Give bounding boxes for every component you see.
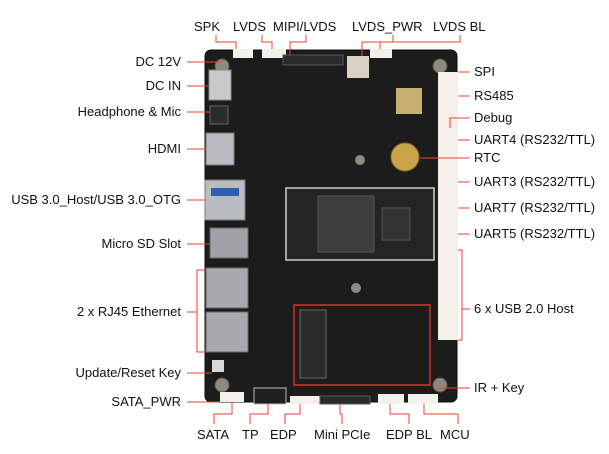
dc-in-jack [208,69,232,101]
leader-line [361,35,394,56]
leader-line [289,35,307,55]
mini-pcie-frame [293,304,431,386]
mcu-connector [408,394,438,404]
lvds-connector [262,49,286,58]
label-lvds-bl: LVDS BL [433,19,486,34]
leader-line [249,404,269,424]
update-reset-key [212,360,224,372]
label-edp: EDP [270,427,297,442]
mount-hole [432,377,448,393]
label-spi: SPI [474,64,495,79]
leader-line [215,35,237,49]
label-lvds: LVDS [233,19,266,34]
leader-line [449,117,470,128]
mount-hole [351,283,361,293]
label-rs485: RS485 [474,88,514,103]
mount-hole [432,58,448,74]
label-uart3: UART3 (RS232/TTL) [474,174,596,189]
soc-chip [317,195,375,253]
audio-jack [209,105,229,125]
label-spk: SPK [194,19,221,34]
label-hdmi: HDMI [147,141,181,156]
label-lvds-pwr: LVDS_PWR [352,19,423,34]
label-update-reset: Update/Reset Key [75,365,181,380]
spk-connector [233,49,253,58]
label-usb3: USB 3.0_Host/USB 3.0_OTG [11,192,181,207]
leader-line [339,404,343,424]
mini-pcie-slot [299,309,327,379]
lvds-pwr-connector [347,56,369,78]
label-headphone-mic: Headphone & Mic [77,104,181,119]
wifi-module [396,88,422,114]
memory-chip [381,207,411,241]
right-headers [438,72,458,340]
leader-line [261,35,273,49]
leader-line [458,249,470,310]
usb3-port [204,179,246,221]
leader-line [423,404,459,424]
sata-pwr-connector [220,392,244,402]
label-mcu: MCU [440,427,470,442]
microsd-slot [209,227,249,259]
label-dc-12v: DC 12V [135,54,181,69]
label-mini-pcie: Mini PCIe [314,427,371,442]
leader-line [187,269,206,313]
leader-line [458,309,463,341]
usb3-tongue [211,188,239,196]
label-rj45: 2 x RJ45 Ethernet [76,304,181,319]
lvds-bl-connector [370,49,392,58]
mipi-lvds-connector [282,54,344,66]
leader-line [213,402,233,424]
label-dc-in: DC IN [145,78,181,93]
label-debug: Debug [474,110,513,125]
leader-lines [187,35,470,424]
label-ir-key: IR + Key [474,380,525,395]
label-uart5: UART5 (RS232/TTL) [474,226,596,241]
rj45-port [205,311,249,353]
label-usb2: 6 x USB 2.0 Host [474,301,574,316]
leader-line [389,404,410,424]
edp-connector [319,395,371,405]
mount-hole [355,155,365,165]
rtc-battery [390,142,420,172]
label-rtc: RTC [474,150,501,165]
edp-bl-connector [378,394,404,404]
tp-connector [290,396,320,404]
mount-hole [214,377,230,393]
label-sata: SATA [197,427,230,442]
label-microsd: Micro SD Slot [101,236,181,251]
label-edp-bl: EDP BL [386,427,433,442]
leader-line [284,404,301,424]
rj45-port [205,267,249,309]
leader-line [196,312,206,353]
label-mipi-lvds: MIPI/LVDS [273,19,337,34]
leader-line [379,35,461,49]
label-uart4: UART4 (RS232/TTL) [474,132,596,147]
label-sata-pwr: SATA_PWR [111,394,181,409]
hdmi-port [205,132,235,166]
label-tp: TP [242,427,259,442]
label-uart7: UART7 (RS232/TTL) [474,200,596,215]
sata-connector [253,387,287,405]
